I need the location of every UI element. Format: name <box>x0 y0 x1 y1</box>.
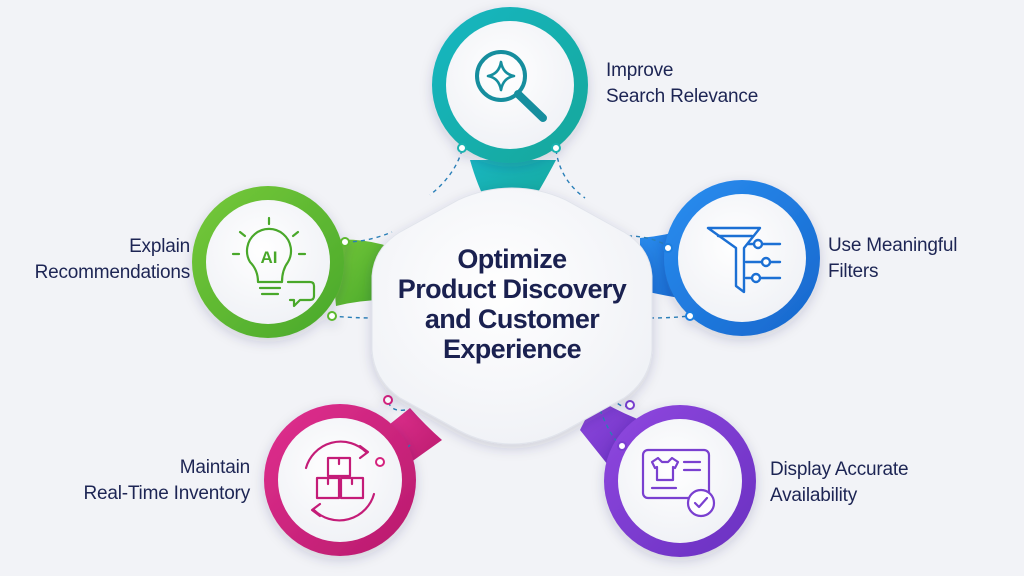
center-hub <box>371 187 653 445</box>
label-filters-line-1: Use Meaningful <box>828 235 958 256</box>
label-inventory-line-2: Real-Time Inventory <box>83 483 250 504</box>
label-inventory-line-1: Maintain <box>179 457 250 478</box>
node-recommendations[interactable]: AI <box>192 186 350 338</box>
label-search-line-2: Search Relevance <box>606 86 759 107</box>
label-recommendations: Explain Recommendations <box>10 234 191 286</box>
funnel-sliders-icon <box>706 226 782 294</box>
label-search: Improve Search Relevance <box>606 58 758 110</box>
label-filters-line-2: Filters <box>828 261 879 282</box>
label-availability-line-1: Display Accurate <box>770 459 909 480</box>
label-recommendations-line-1: Explain <box>129 236 190 257</box>
center-title-line-3: and Customer <box>424 304 600 334</box>
center-title: Optimize Product Discovery and Customer … <box>380 244 644 364</box>
product-card-check-icon <box>641 448 716 518</box>
connector-availability <box>580 398 640 470</box>
label-recommendations-line-2: Recommendations <box>34 262 191 283</box>
node-filters[interactable] <box>663 180 820 336</box>
search-sparkle-icon <box>475 50 547 122</box>
label-search-line-1: Improve <box>606 60 674 81</box>
ai-glyph: AI <box>261 248 278 267</box>
label-availability: Display Accurate Availability <box>770 457 909 509</box>
boxes-refresh-icon <box>304 440 376 522</box>
label-filters: Use Meaningful Filters <box>828 233 957 285</box>
node-search[interactable] <box>432 7 588 163</box>
center-title-line-1: Optimize <box>457 244 567 274</box>
ai-lightbulb-icon <box>231 216 316 308</box>
node-availability[interactable] <box>604 400 756 557</box>
node-inventory[interactable] <box>264 395 416 556</box>
label-availability-line-2: Availability <box>770 485 858 506</box>
label-inventory: Maintain Real-Time Inventory <box>48 455 250 507</box>
center-title-line-4: Experience <box>442 334 582 364</box>
center-title-line-2: Product Discovery <box>397 274 627 304</box>
